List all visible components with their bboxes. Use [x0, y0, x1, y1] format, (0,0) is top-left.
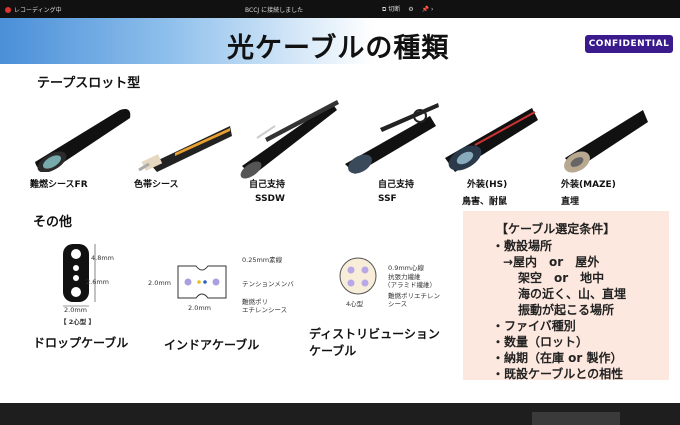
- section-other: その他: [33, 215, 73, 230]
- drop-dim-inner: 2.6mm: [86, 278, 110, 286]
- drop-cable-name: ドロップケーブル: [33, 336, 129, 350]
- distribution-cable-diagram: [339, 257, 377, 295]
- condition-line: 振動が起こる場所: [518, 303, 615, 317]
- condition-line: 海の近く、山、直埋: [518, 287, 627, 301]
- slide-title: 光ケーブルの種類: [227, 33, 450, 64]
- label-ssdw-sub: SSDW: [255, 194, 285, 204]
- dist-core: 0.9mm心線: [388, 264, 425, 272]
- drop-dim-w: 2.0mm: [64, 306, 88, 314]
- label-color-band: 色帯シース: [134, 180, 179, 190]
- confidential-badge: CONFIDENTIAL: [585, 35, 673, 53]
- cable-image-ssf: [345, 103, 439, 174]
- cable-image-ssdw: [240, 100, 339, 179]
- label-fr: 難燃シースFR: [30, 180, 88, 190]
- dist-type: 4心型: [346, 300, 364, 308]
- condition-line: ・数量（ロット）: [492, 335, 589, 349]
- settings-icon[interactable]: ⚙: [408, 5, 414, 13]
- topbar-controls: ⧉ 切断 ⚙ 📌 ›: [382, 4, 433, 14]
- connection-status: BCCJ に接続しました: [245, 7, 304, 14]
- section-tape-slot: テープスロット型: [37, 76, 141, 91]
- indoor-cable-name: インドアケーブル: [164, 338, 260, 352]
- label-maze: 外装(MAZE): [561, 180, 616, 190]
- record-dot-icon: [5, 6, 11, 13]
- cable-image-fr: [35, 109, 131, 172]
- label-ssf-sub: SSF: [378, 194, 397, 204]
- indoor-tension: テンションメンバ: [242, 280, 294, 288]
- bottom-bar: [0, 403, 680, 425]
- switch-button[interactable]: ⧉ 切断: [382, 6, 401, 13]
- dist-cable-name-1: ディストリビューション: [309, 327, 440, 341]
- indoor-sheath1: 難燃ポリ: [242, 298, 268, 306]
- pin-icon[interactable]: 📌 ›: [421, 5, 434, 13]
- cable-image-hs: [445, 108, 538, 172]
- header-band: [0, 18, 680, 64]
- condition-line: ・ファイバ種別: [492, 319, 576, 333]
- dist-sheath2: シース: [388, 300, 408, 308]
- label-ssf: 自己支持: [378, 180, 415, 190]
- condition-line: ・既設ケーブルとの相性: [492, 367, 624, 381]
- video-thumbnail[interactable]: [532, 412, 620, 425]
- selection-conditions-box: [463, 211, 669, 380]
- dist-tensile1: 抗張力繊維: [388, 273, 421, 281]
- condition-line: ・敷設場所: [492, 239, 553, 253]
- condition-line: →屋内 or 屋外: [503, 255, 600, 269]
- dist-tensile2: （アラミド繊維）: [384, 281, 436, 289]
- indoor-cable-diagram: [177, 265, 227, 299]
- indoor-sheath2: エチレンシース: [242, 306, 288, 314]
- recording-bar: レコーディング中 BCCJ に接続しました ⧉ 切断 ⚙ 📌 ›: [0, 0, 680, 18]
- label-hs-sub: 鳥害、耐鼠: [462, 197, 508, 207]
- cable-image-maze: [564, 110, 648, 173]
- recording-label: レコーディング中: [14, 7, 62, 14]
- condition-line: ・納期（在庫 or 製作）: [492, 351, 623, 365]
- conditions-title: 【ケーブル選定条件】: [496, 222, 616, 236]
- drop-dim-h: 4.8mm: [91, 254, 115, 262]
- label-hs: 外装(HS): [467, 180, 508, 190]
- drop-caption: 【 2心型 】: [60, 318, 96, 326]
- label-ssdw: 自己支持: [249, 180, 286, 190]
- dist-sheath1: 難燃ポリエチレン: [388, 292, 440, 300]
- cable-image-color-band: [138, 126, 232, 172]
- condition-line: 架空 or 地中: [518, 271, 605, 285]
- indoor-dim-h: 2.0mm: [148, 279, 172, 287]
- indoor-dim-w: 2.0mm: [188, 304, 212, 312]
- dist-cable-name-2: ケーブル: [309, 344, 357, 358]
- indoor-core: 0.25mm素線: [242, 256, 283, 264]
- slide: 光ケーブルの種類 CONFIDENTIAL テープスロット型 難燃シースFR: [0, 18, 680, 403]
- drop-cable-diagram: [63, 244, 96, 307]
- recording-indicator: レコーディング中: [5, 5, 62, 14]
- label-maze-sub: 直埋: [561, 197, 580, 207]
